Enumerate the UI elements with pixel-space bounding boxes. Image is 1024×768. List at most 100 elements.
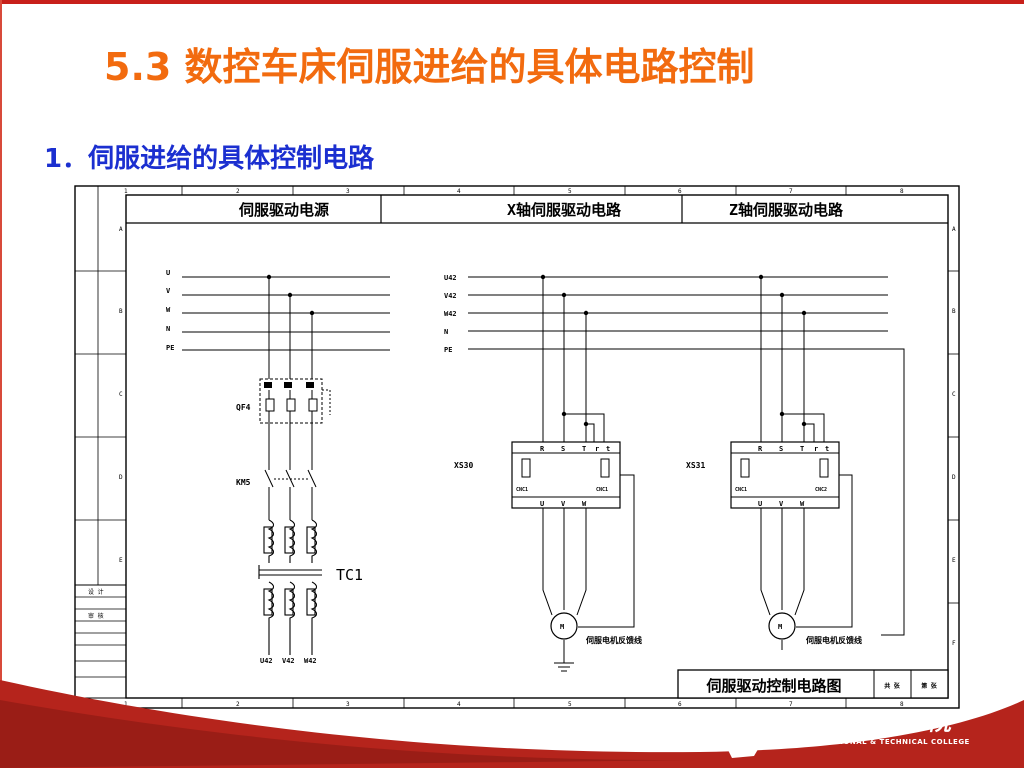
col-num: 7 [789, 188, 793, 195]
drive-z-label: XS31 [686, 461, 705, 470]
sheet-number: 第 张 [920, 682, 938, 690]
review-label: 审 核 [88, 612, 104, 620]
motor-label: M [560, 623, 564, 631]
col-num: 4 [457, 701, 461, 708]
terminal-label: W [800, 500, 805, 508]
bus-label: U [166, 269, 170, 277]
bus-label: W42 [444, 310, 457, 318]
transformer-label: TC1 [336, 566, 363, 584]
bus-label: W [166, 306, 171, 314]
col-num: 8 [900, 701, 904, 708]
terminal-label: V [561, 500, 566, 508]
bus-label: PE [166, 344, 174, 352]
row-letter: C [119, 391, 123, 398]
college-name: 柳州职业技术学院 [775, 710, 955, 736]
feedback-label-z: 伺服电机反馈线 [805, 635, 862, 645]
output-label: W42 [304, 657, 317, 665]
column-dividers [181, 186, 847, 708]
drive-x-motor-wiring [542, 474, 635, 672]
col-num: 5 [568, 701, 572, 708]
diagram-inner-frame [125, 194, 949, 699]
bus-label: PE [444, 346, 452, 354]
transformer-output-labels: U42 V42 W42 [260, 657, 317, 665]
row-letter: B [119, 308, 123, 315]
left-feeders [268, 277, 313, 379]
drive-z-wiring [760, 277, 825, 442]
col-num: 1 [124, 188, 128, 195]
col-num: 6 [678, 188, 682, 195]
sheet-total: 共 张 [884, 682, 901, 690]
col-num: 3 [346, 188, 350, 195]
contactor-km5: KM5 [236, 469, 317, 520]
row-letter: C [952, 391, 956, 398]
feedback-label-x: 伺服电机反馈线 [585, 635, 642, 645]
port-label: CNC1 [596, 487, 608, 493]
header-z-axis: Z轴伺服驱动电路 [729, 201, 844, 219]
row-letter: D [952, 474, 956, 481]
row-letter: D [119, 474, 123, 481]
drive-x-wiring [542, 277, 605, 442]
college-logo [716, 718, 760, 758]
row-letter: E [952, 557, 956, 564]
column-number-ticks: 1 2 3 4 5 6 7 8 1 2 3 4 5 6 7 8 [124, 188, 904, 708]
terminal-label: U [540, 500, 544, 508]
col-num: 6 [678, 701, 682, 708]
header-power: 伺服驱动电源 [238, 201, 329, 219]
title-block: 伺服驱动控制电路图 共 张 第 张 [677, 669, 949, 699]
motor-z [768, 612, 796, 640]
bus-label: V42 [444, 292, 457, 300]
college-english-name: LIUZHOU VOCATIONAL & TECHNICAL COLLEGE [770, 738, 970, 746]
terminal-label: W [582, 500, 587, 508]
drawing-title: 伺服驱动控制电路图 [705, 677, 841, 695]
breaker-label: QF4 [236, 403, 251, 412]
servo-circuit-diagram: 1 2 3 4 5 6 7 8 1 2 3 4 5 6 7 8 A B C D … [74, 185, 960, 709]
right-bus-lines [468, 276, 905, 636]
design-label: 设 计 [88, 588, 104, 596]
bus-label: N [166, 325, 170, 333]
row-letter: A [952, 226, 956, 233]
row-letter: F [952, 640, 956, 647]
diagram-outer-frame [74, 185, 960, 709]
terminal-label: T [800, 445, 804, 453]
col-num: 4 [457, 188, 461, 195]
top-accent-line [0, 0, 1024, 4]
row-letter-ticks: A B C D E A B C D E F [119, 226, 956, 647]
terminal-label: R [758, 445, 763, 453]
header-x-axis: X轴伺服驱动电路 [507, 201, 622, 219]
side-approval-block: 设 计 审 核 [74, 584, 127, 699]
row-letter: E [119, 557, 123, 564]
footer-swoosh: 柳州职业技术学院 [0, 680, 1024, 768]
col-num: 2 [236, 701, 240, 708]
terminal-label: r [814, 445, 818, 453]
port-label: CNC2 [815, 487, 827, 493]
left-accent-line [0, 0, 2, 768]
output-label: V42 [282, 657, 295, 665]
col-num: 1 [124, 701, 128, 708]
breaker-qf4: QF4 [236, 378, 331, 424]
drive-z-motor-wiring [760, 474, 853, 650]
col-num: 7 [789, 701, 793, 708]
col-num: 2 [236, 188, 240, 195]
bus-label: N [444, 328, 448, 336]
terminal-label: R [540, 445, 545, 453]
col-num: 8 [900, 188, 904, 195]
col-num: 3 [346, 701, 350, 708]
drive-x-label: XS30 [454, 461, 473, 470]
row-letter: A [119, 226, 123, 233]
col-num: 5 [568, 188, 572, 195]
left-bus-labels: U V W N PE [166, 269, 174, 352]
right-bus-labels: U42 V42 W42 N PE [444, 274, 457, 354]
slide-subtitle: 1．伺服进给的具体控制电路 [44, 144, 375, 174]
contactor-label: KM5 [236, 478, 251, 487]
bus-label: V [166, 287, 171, 295]
terminal-label: V [779, 500, 784, 508]
left-bus-lines [182, 276, 390, 351]
drive-z: R S T r t U V W CNC1 CNC2 XS31 [686, 441, 840, 509]
terminal-label: T [582, 445, 586, 453]
terminal-label: r [595, 445, 599, 453]
output-label: U42 [260, 657, 273, 665]
terminal-label: S [561, 445, 565, 453]
section-header-row: 伺服驱动电源 X轴伺服驱动电路 Z轴伺服驱动电路 [126, 195, 948, 224]
motor-label: M [778, 623, 782, 631]
port-label: CNC1 [735, 487, 747, 493]
